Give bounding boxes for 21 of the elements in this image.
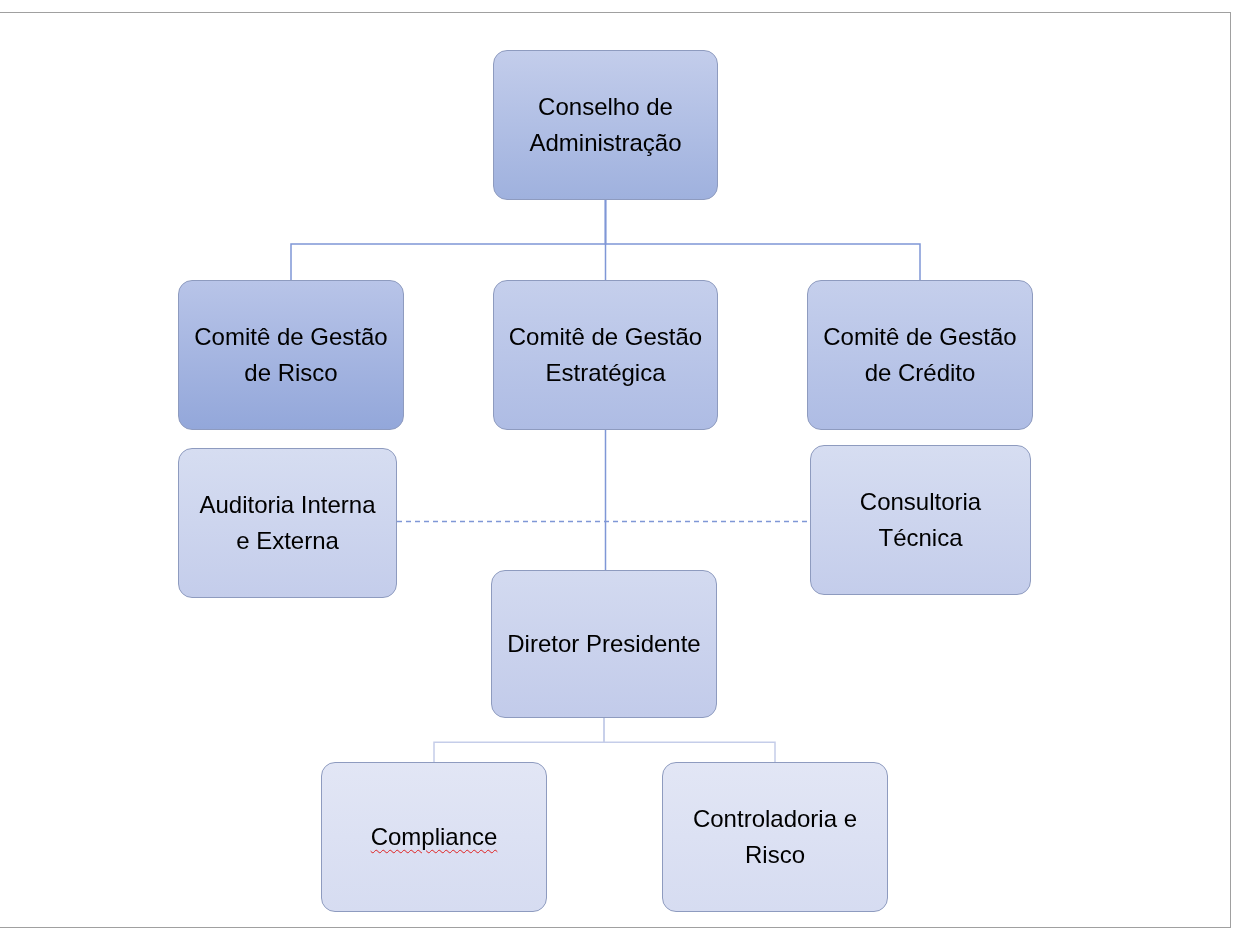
org-box [493, 280, 718, 430]
box-label: Comitê de Gestão de Crédito [822, 322, 1018, 388]
org-box [178, 448, 397, 598]
org-box [178, 280, 404, 430]
box-label: Comitê de Gestão de Risco [193, 322, 389, 388]
org-box [807, 280, 1033, 430]
box-label: Auditoria Interna e Externa [198, 490, 377, 556]
box-label: Comitê de Gestão Estratégica [507, 322, 704, 388]
box-label: Controladoria e Risco [691, 804, 859, 870]
box-label: Conselho de Administração [528, 92, 683, 158]
connector-line [604, 429, 607, 571]
org-box [493, 50, 718, 200]
box-label: Consultoria Técnica [858, 487, 983, 553]
connector-line [603, 717, 776, 763]
box-label: Compliance [370, 822, 498, 852]
org-box [662, 762, 888, 912]
box-label: Diretor Presidente [507, 629, 701, 659]
org-box [321, 762, 547, 912]
org-box [491, 570, 717, 718]
connector-line [604, 199, 921, 281]
org-box [810, 445, 1031, 595]
